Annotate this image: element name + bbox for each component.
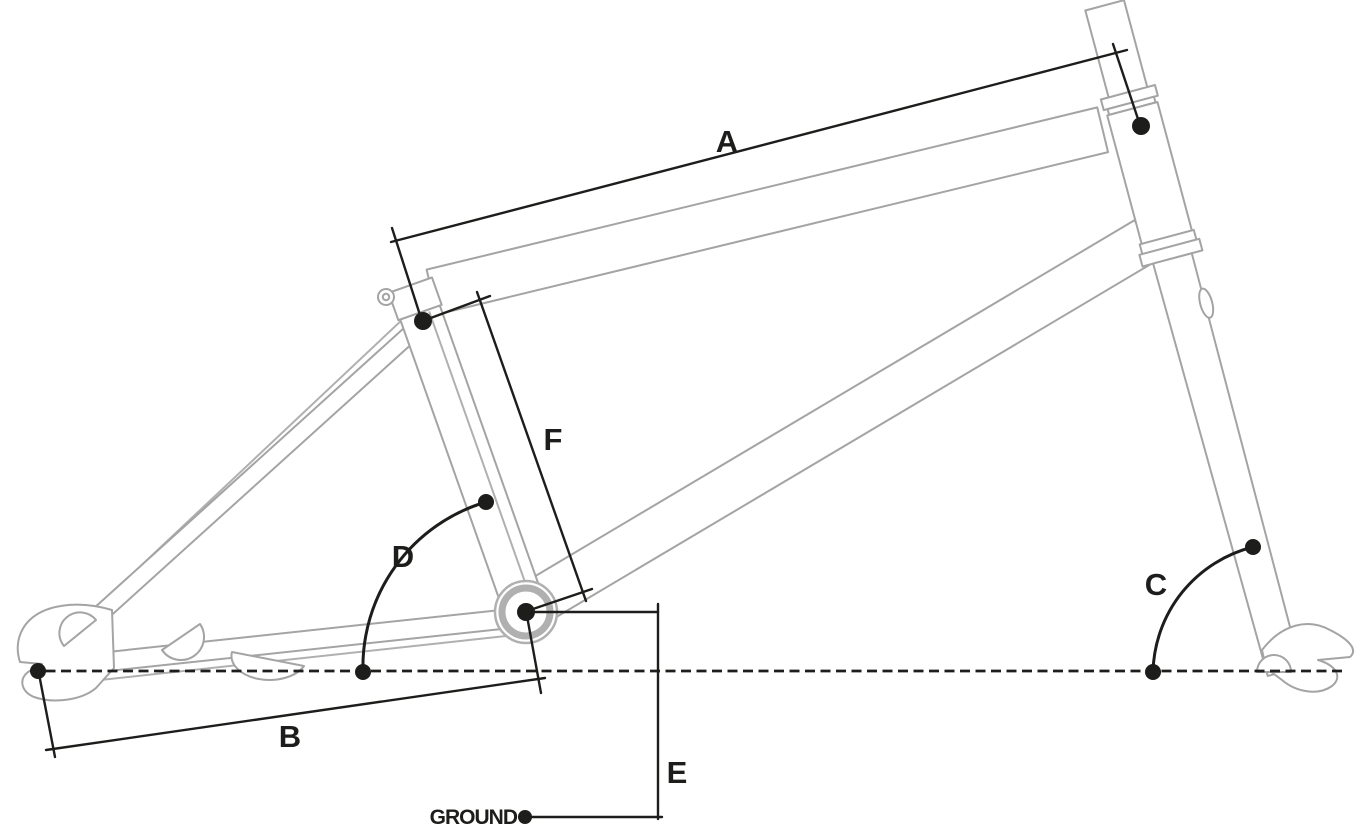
dimension-a-extension-left	[390, 226, 422, 317]
seat-tube-body	[399, 304, 547, 619]
down-tube	[527, 219, 1159, 621]
rear-dropout-cutout-upper	[58, 611, 97, 647]
far-chain-stay-line	[63, 635, 507, 685]
top-tube	[425, 106, 1110, 316]
dimension-f-extension-bottom	[528, 587, 594, 612]
dimension-a: A	[389, 42, 1141, 317]
fork-brake-boss	[1198, 287, 1215, 319]
dimension-a-label: A	[716, 124, 738, 159]
dimension-f-label: F	[544, 422, 563, 457]
seat-angle-base-point	[355, 664, 371, 680]
reference-points	[30, 117, 1261, 824]
dimension-c-label: C	[1145, 567, 1167, 602]
dimension-d-label: D	[392, 539, 414, 574]
ground-point	[518, 810, 532, 824]
dimension-b-extension-right	[525, 614, 543, 695]
dimension-d-arc	[361, 500, 488, 674]
seat-tube-inner-line	[428, 311, 534, 604]
top-tube-body	[425, 106, 1110, 316]
chain-stay-end-cap	[230, 651, 305, 681]
front-dropout	[1261, 623, 1355, 693]
seat-tube-upper-point	[478, 494, 494, 510]
dimension-c-arc	[1151, 545, 1255, 674]
dimension-b-line	[44, 676, 547, 752]
rear-axle-point	[30, 663, 46, 679]
fork-assembly	[1084, 0, 1302, 677]
ground-label: GROUND	[430, 806, 518, 829]
dimension-f-line	[475, 290, 588, 603]
dimension-e-label: E	[667, 755, 688, 790]
dimension-c: C	[1145, 545, 1255, 674]
fork-blade-point	[1245, 539, 1261, 555]
dimension-b: B	[37, 614, 547, 759]
seat-stay-end-cap	[161, 623, 205, 662]
head-tube-top-point	[1132, 117, 1150, 135]
dimension-b-extension-left	[37, 672, 57, 759]
dimension-d: D	[361, 500, 488, 674]
dimension-e: E GROUND	[430, 602, 688, 829]
fork-blade	[1152, 252, 1302, 677]
head-angle-base-point	[1145, 664, 1161, 680]
dimension-f: F	[426, 290, 594, 612]
dimension-b-label: B	[279, 719, 301, 754]
dimension-a-line	[389, 48, 1129, 244]
bottom-bracket-point	[517, 603, 535, 621]
fork-tip-cutout	[1256, 654, 1292, 673]
dimension-a-extension-right	[1111, 42, 1141, 124]
steerer-tube	[1084, 0, 1149, 101]
down-tube-body	[527, 219, 1159, 621]
pivot-bolt-inner	[381, 292, 391, 302]
seat-cluster-point	[414, 312, 432, 330]
